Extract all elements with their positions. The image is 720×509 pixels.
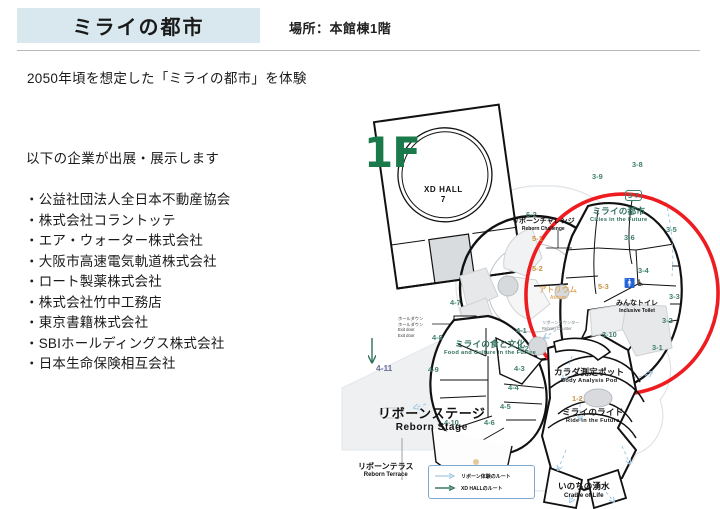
reborn-terrace-ja: リボーンテラス (358, 462, 414, 471)
cradle-of-life-label: いのちの湧水 Cradle of Life (558, 480, 610, 499)
zone-4-5: 4-5 (500, 402, 511, 411)
zone-3-5: 3-5 (666, 225, 677, 234)
exhibitor-list: ・公益社団法人全日本不動産協会 ・株式会社コラントッテ ・エア・ウォーター株式会… (25, 190, 231, 375)
zone-4-10: 4-10 (444, 418, 459, 427)
zone-3-4: 3-4 (638, 266, 649, 275)
list-item: ・ロート製薬株式会社 (25, 274, 162, 289)
reborn-stage-label: リボーンステージ Reborn Stage (378, 403, 486, 433)
zone-4-9: 4-9 (428, 365, 439, 374)
zone-3-7: 3-7 (625, 190, 642, 201)
zone-5-3: 5-3 (598, 282, 609, 291)
list-item: ・大阪市高速電気軌道株式会社 (25, 253, 217, 269)
atrium-en: Atrium (549, 295, 567, 301)
legend-row-xdhall: XD HALLのルート (434, 482, 529, 494)
list-item: ・日本生命保険相互会社 (25, 356, 176, 371)
zone-3-8: 3-8 (632, 160, 643, 169)
zone-4-3: 4-3 (514, 364, 525, 373)
cradle-en: Cradle of Life (564, 492, 604, 499)
venue-text: 場所：本館棟1階 (289, 21, 392, 36)
legend-row-reborn: リボーン体験のルート (434, 470, 529, 482)
floor-map: 1F XD HALL 7 リボーンチャレンジ Reborn Challenge … (336, 98, 720, 509)
zone-4-6: 4-6 (484, 418, 495, 427)
zone-3-6: 3-6 (624, 233, 635, 242)
list-item: ・株式会社コラントッテ (25, 212, 176, 228)
cities-title-en: Cities in the Future (590, 217, 648, 223)
xd-hall-name: XD HALL (424, 185, 463, 194)
floor-badge: 1F (364, 128, 421, 177)
zone-3-1: 3-1 (652, 343, 663, 352)
atrium-label: アトリウム Atrium (539, 284, 577, 301)
zone-4-2: 4-2 (518, 344, 529, 353)
reborn-challenge-label: リボーンチャレンジ Reborn Challenge (512, 216, 575, 232)
zone-3-2: 3-2 (662, 316, 673, 325)
map-legend: リボーン体験のルート XD HALLのルート (428, 465, 535, 499)
reborn-route-icon (434, 472, 456, 480)
reborn-challenge-ja: リボーンチャレンジ (512, 218, 575, 225)
ride-en: Ride in the Future (565, 418, 620, 424)
body-analysis-ja: カラダ測定ポット (554, 367, 625, 377)
zone-4-8: 4-8 (432, 333, 443, 342)
reborn-challenge-en: Reborn Challenge (521, 226, 565, 232)
zone-5-1: 5-1 (532, 234, 543, 243)
reborn-stage-en: Reborn Stage (395, 422, 468, 433)
cities-in-the-future-label: ミライの都市 Cities in the Future (590, 205, 648, 223)
zone-4-4: 4-4 (508, 383, 519, 392)
food-culture-label: ミライの食と文化 Food and Culture in the Future (444, 338, 536, 356)
reborn-stage-ja: リボーンステージ (378, 406, 486, 421)
zone-3-10: 3-10 (602, 330, 617, 339)
list-item: ・公益社団法人全日本不動産協会 (25, 192, 231, 207)
reborn-terrace-en: Reborn Terrace (363, 472, 408, 478)
restroom-icon: 🚹♿ (624, 278, 646, 288)
xd-hall-label: XD HALL 7 (424, 185, 463, 204)
body-analysis-pod-label: カラダ測定ポット Body Analysis Pod (554, 366, 624, 384)
reborn-terrace-label: リボーンテラス Reborn Terrace (358, 461, 413, 478)
legend-label-xdhall: XD HALLのルート (461, 485, 503, 492)
food-culture-en: Food and Culture in the Future (444, 350, 537, 356)
inclusive-toilet-label: みんなトイレ Inclusive Toilet (616, 298, 658, 314)
legend-label-reborn: リボーン体験のルート (461, 473, 511, 480)
ride-ja: ミライのライド (562, 407, 624, 417)
inclusive-toilet-en: Inclusive Toilet (619, 308, 655, 314)
cities-title-ja: ミライの都市 (592, 206, 646, 216)
zone-1-2: 1-2 (572, 394, 583, 403)
exhibitors-heading: 以下の企業が出展・展示します (26, 151, 220, 166)
lead-text: 2050年頃を想定した「ミライの都市」を体験 (27, 71, 307, 86)
zone-3-9: 3-9 (592, 172, 603, 181)
ride-in-the-future-label: ミライのライド Ride in the Future (562, 406, 624, 424)
inclusive-toilet-ja: みんなトイレ (616, 300, 658, 307)
page-title-band: ミライの都市 (17, 8, 260, 43)
zone-4-11: 4-11 (376, 363, 393, 373)
zone-5-2: 5-2 (532, 264, 543, 273)
zone-4-7: 4-7 (450, 298, 461, 307)
zone-4-1: 4-1 (516, 326, 527, 335)
cradle-ja: いのちの湧水 (558, 481, 610, 491)
zone-6-2: 6-2 (526, 210, 537, 219)
body-analysis-en: Body Analysis Pod (560, 378, 618, 384)
zone-3-3: 3-3 (669, 292, 680, 301)
list-item: ・エア・ウォーター株式会社 (25, 233, 204, 248)
list-item: ・東京書籍株式会社 (25, 315, 149, 330)
xd-hall-route-icon (434, 484, 456, 492)
list-item: ・SBIホールディングス株式会社 (25, 335, 225, 351)
floor-map-vector (341, 103, 720, 509)
food-culture-ja: ミライの食と文化 (454, 339, 526, 349)
xd-hall-number: 7 (440, 195, 446, 204)
list-item: ・株式会社竹中工務店 (25, 294, 162, 310)
atrium-ja: アトリウム (539, 285, 577, 294)
header-divider (17, 50, 700, 51)
page-title: ミライの都市 (72, 17, 205, 39)
